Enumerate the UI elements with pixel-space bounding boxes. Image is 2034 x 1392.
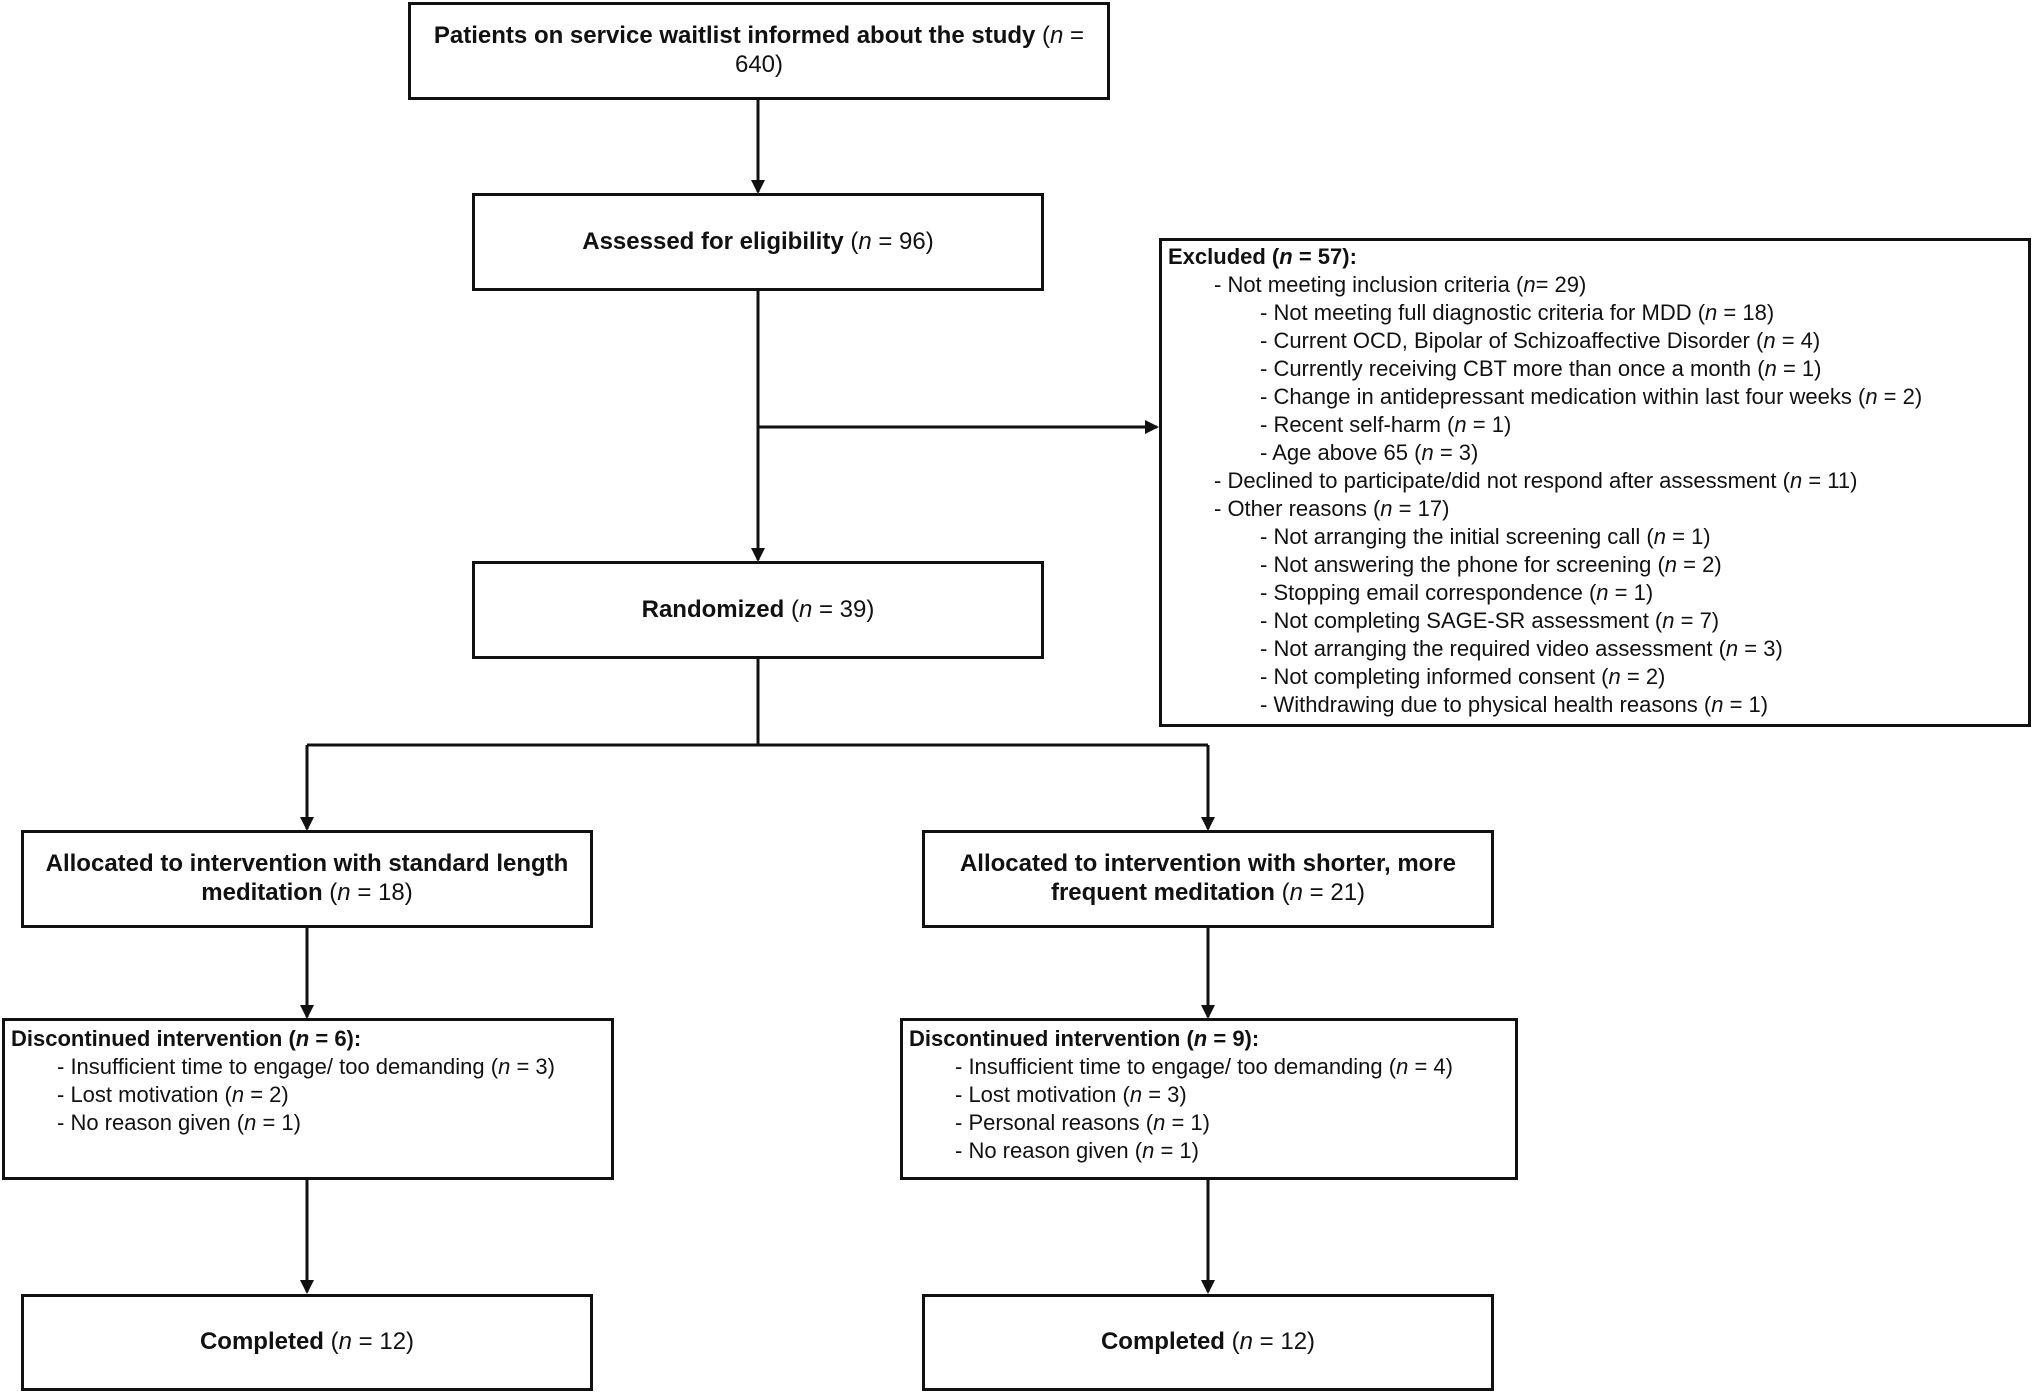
discontinued-left-box: Discontinued intervention (n = 6): - Ins…	[2, 1018, 614, 1180]
waitlist-box: Patients on service waitlist informed ab…	[408, 2, 1110, 100]
excluded-inclusion-item: - Current OCD, Bipolar of Schizoaffectiv…	[1260, 328, 1821, 353]
alloc-right-label: Allocated to intervention with shorter, …	[959, 850, 1457, 906]
discontinued-right-item: - No reason given (n = 1)	[955, 1138, 1199, 1163]
completed-right-box: Completed (n = 12)	[922, 1294, 1494, 1391]
randomized-label: Randomized	[641, 595, 785, 623]
waitlist-label: Patients on service waitlist informed ab…	[433, 22, 1036, 50]
excluded-inclusion-item: - Recent self-harm (n = 1)	[1260, 412, 1512, 437]
excluded-inclusion-item: - Currently receiving CBT more than once…	[1260, 356, 1822, 381]
excluded-inclusion: - Not meeting inclusion criteria (n= 29)	[1214, 272, 1587, 297]
alloc-right-box: Allocated to intervention with shorter, …	[922, 830, 1494, 928]
discontinued-right-box: Discontinued intervention (n = 9): - Ins…	[900, 1018, 1518, 1180]
completed-left-n: n	[338, 1328, 352, 1356]
alloc-left-n: n	[337, 879, 351, 906]
excluded-other-item: - Not answering the phone for screening …	[1260, 552, 1722, 577]
excluded-header: Excluded (n = 57):	[1168, 244, 1357, 269]
waitlist-n: n	[1050, 22, 1064, 50]
completed-left-box: Completed (n = 12)	[21, 1294, 593, 1391]
excluded-other-item: - Not arranging the required video asses…	[1260, 636, 1783, 661]
alloc-left-count: = 18)	[350, 879, 413, 906]
randomized-box: Randomized (n = 39)	[472, 561, 1044, 659]
randomized-n: n	[798, 595, 813, 623]
discontinued-left-item: - Lost motivation (n = 2)	[57, 1082, 289, 1107]
assessed-label: Assessed for eligibility	[582, 227, 844, 255]
discontinued-right-header: Discontinued intervention (n = 9):	[909, 1026, 1260, 1051]
randomized-count: = 39)	[812, 595, 875, 623]
assessed-count: = 96)	[871, 227, 934, 255]
excluded-inclusion-item: - Change in antidepressant medication wi…	[1260, 384, 1923, 409]
excluded-other-item: - Not completing SAGE-SR assessment (n =…	[1260, 608, 1720, 633]
excluded-other-item: - Withdrawing due to physical health rea…	[1260, 692, 1769, 717]
completed-right-n: n	[1239, 1328, 1253, 1356]
completed-left-label: Completed	[199, 1328, 324, 1356]
alloc-right-count: = 21)	[1303, 879, 1366, 906]
alloc-right-n: n	[1289, 879, 1303, 906]
waitlist-count: = 640)	[734, 22, 1085, 78]
discontinued-left-item: - Insufficient time to engage/ too deman…	[57, 1054, 555, 1079]
excluded-declined: - Declined to participate/did not respon…	[1214, 468, 1858, 493]
discontinued-left-header: Discontinued intervention (n = 6):	[11, 1026, 362, 1051]
excluded-other-item: - Not arranging the initial screening ca…	[1260, 524, 1711, 549]
excluded-other-item: - Not completing informed consent (n = 2…	[1260, 664, 1666, 689]
completed-right-count: = 12)	[1253, 1328, 1316, 1356]
completed-left-count: = 12)	[352, 1328, 415, 1356]
excluded-other: - Other reasons (n = 17)	[1214, 496, 1450, 521]
completed-right-label: Completed	[1100, 1328, 1225, 1356]
excluded-inclusion-item: - Not meeting full diagnostic criteria f…	[1260, 300, 1775, 325]
alloc-left-box: Allocated to intervention with standard …	[21, 830, 593, 928]
alloc-left-label: Allocated to intervention with standard …	[45, 850, 569, 906]
excluded-other-item: - Stopping email correspondence (n = 1)	[1260, 580, 1654, 605]
discontinued-right-item: - Lost motivation (n = 3)	[955, 1082, 1187, 1107]
excluded-box: Excluded (n = 57): - Not meeting inclusi…	[1159, 238, 2031, 727]
assessed-n: n	[858, 227, 872, 255]
discontinued-left-item: - No reason given (n = 1)	[57, 1110, 301, 1135]
discontinued-right-item: - Insufficient time to engage/ too deman…	[955, 1054, 1453, 1079]
excluded-inclusion-item: - Age above 65 (n = 3)	[1260, 440, 1479, 465]
assessed-box: Assessed for eligibility (n = 96)	[472, 193, 1044, 291]
discontinued-right-item: - Personal reasons (n = 1)	[955, 1110, 1210, 1135]
